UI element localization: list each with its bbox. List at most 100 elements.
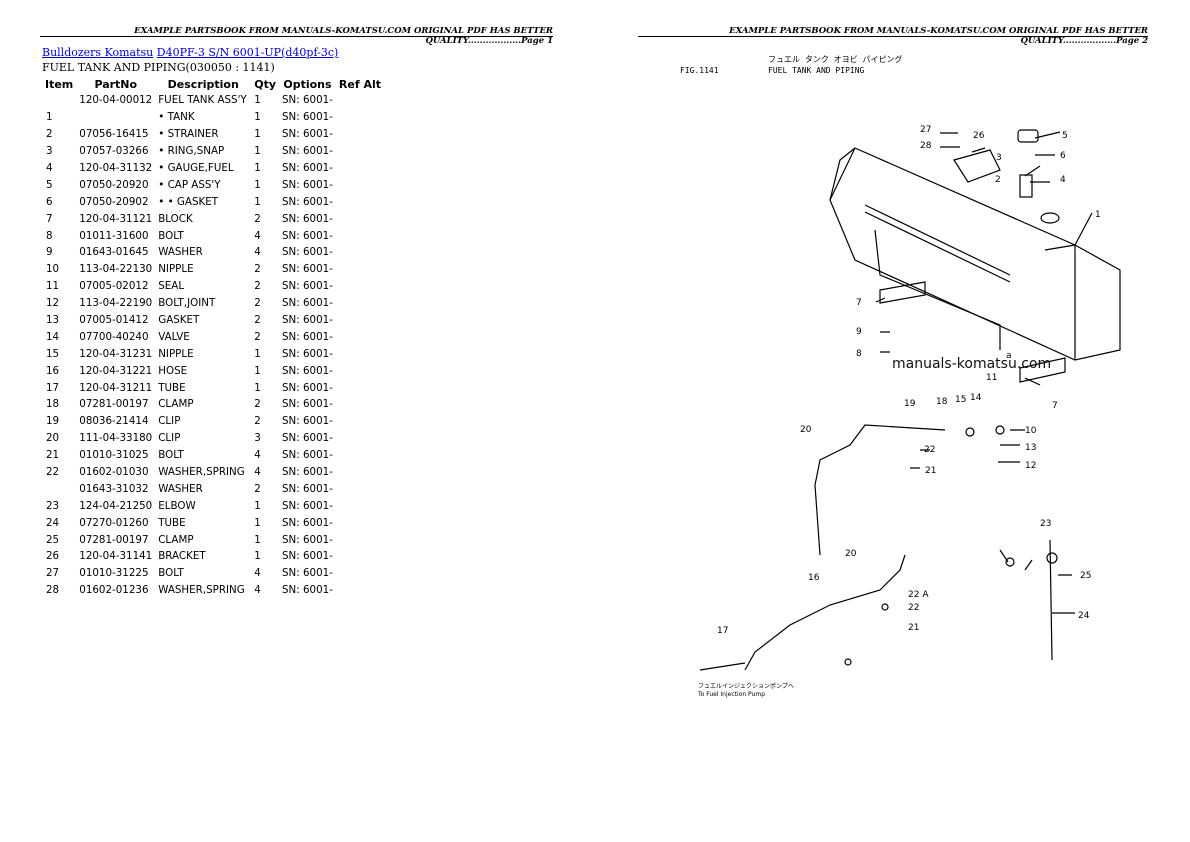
- cell-ref-alt: [336, 126, 384, 143]
- breadcrumb-model-link[interactable]: D40PF-3 S/N 6001-UP(d40pf-3c): [156, 46, 339, 59]
- cell-ref-alt: [336, 244, 384, 261]
- cell-item-number: 16: [46, 364, 60, 377]
- cell-options: SN: 6001-: [282, 263, 333, 276]
- cell-quantity: 3: [254, 432, 261, 445]
- callout-7-lower: 7: [1052, 401, 1058, 411]
- cell-item-number: 14: [46, 330, 60, 343]
- cell-item-number: 8: [46, 229, 53, 242]
- callout-12: 12: [1025, 461, 1036, 471]
- column-header-item: Item: [45, 78, 74, 91]
- cell-description: WASHER,SPRING: [158, 466, 245, 479]
- callout-10: 10: [1025, 426, 1037, 436]
- cell-options: SN: 6001-: [282, 314, 333, 327]
- cell-item-number: 24: [46, 516, 60, 529]
- cell-quantity: 4: [254, 466, 261, 479]
- cell-item-number: 4: [46, 162, 53, 174]
- cell-part-number: 120-04-31121: [79, 212, 153, 225]
- cell-item-number: 7: [46, 212, 53, 225]
- cell-item-number: 20: [46, 432, 60, 445]
- cell-item-number: [42, 480, 76, 497]
- cell-description: BRACKET: [158, 550, 206, 563]
- cell-item-number: [42, 92, 76, 109]
- cell-quantity: 4: [254, 567, 261, 580]
- cell-ref-alt: [336, 278, 384, 295]
- cell-options: SN: 6001-: [282, 246, 333, 259]
- cell-item-number: 12: [46, 297, 60, 310]
- cell-description: • CAP ASS'Y: [158, 178, 221, 191]
- cell-item-number: 27: [46, 567, 60, 580]
- column-header-options: Options: [283, 78, 332, 91]
- cell-description: TUBE: [158, 516, 186, 529]
- page-header-right: EXAMPLE PARTSBOOK FROM MANUALS-KOMATSU.C…: [638, 26, 1148, 46]
- cell-options: SN: 6001-: [282, 398, 333, 411]
- cell-ref-alt: [336, 497, 384, 514]
- cell-options: SN: 6001-: [282, 229, 333, 242]
- cell-options: SN: 6001-: [282, 347, 333, 360]
- cell-part-number: 07056-16415: [79, 128, 149, 141]
- cell-description: VALVE: [158, 330, 190, 343]
- cell-ref-alt: [336, 430, 384, 447]
- cell-description: BLOCK: [158, 212, 193, 225]
- breadcrumb-category-link[interactable]: Bulldozers Komatsu: [42, 46, 154, 59]
- callout-22-lower: 22: [908, 603, 919, 613]
- cell-description: HOSE: [158, 364, 188, 377]
- callout-19: 19: [904, 399, 916, 409]
- cell-options: SN: 6001-: [282, 482, 333, 495]
- cell-part-number: 01643-01645: [79, 246, 149, 259]
- cell-item-number: 11: [46, 280, 60, 293]
- cell-item-number: 3: [46, 145, 53, 158]
- cell-quantity: 1: [254, 162, 261, 174]
- callout-25: 25: [1080, 571, 1091, 581]
- cell-quantity: 2: [254, 263, 261, 276]
- pump-note-japanese: フュエルインジェクションポンプへ: [698, 682, 794, 690]
- cell-description: NIPPLE: [158, 263, 194, 276]
- cell-description: • RING,SNAP: [158, 145, 225, 158]
- cell-part-number: 120-04-31132: [79, 162, 153, 174]
- cell-options: SN: 6001-: [282, 128, 333, 141]
- cell-quantity: 1: [254, 111, 261, 124]
- cell-item-number: 17: [46, 381, 60, 394]
- cell-description: NIPPLE: [158, 347, 194, 360]
- column-header-qty: Qty: [254, 78, 277, 91]
- cell-description: WASHER,SPRING: [158, 584, 245, 597]
- cell-options: SN: 6001-: [282, 178, 333, 191]
- cell-item-number: 23: [46, 499, 60, 512]
- cell-quantity: 2: [254, 482, 261, 495]
- cell-options: SN: 6001-: [282, 364, 333, 377]
- cell-quantity: 1: [254, 381, 261, 394]
- cell-ref-alt: [336, 379, 384, 396]
- cell-description: CLIP: [158, 415, 181, 428]
- callout-22a: 22 A: [908, 590, 929, 600]
- callout-22: 22: [924, 445, 935, 455]
- callout-28: 28: [920, 141, 932, 151]
- column-header-partno: PartNo: [94, 78, 138, 91]
- cell-item-number: 10: [46, 263, 60, 276]
- cell-options: SN: 6001-: [282, 145, 333, 158]
- cell-description: GASKET: [158, 314, 200, 327]
- cell-item-number: 2: [46, 128, 53, 141]
- fuel-tank-diagram: 1 2 3 4 5 6 7 7 8 9 10 11 12 13 14 15 16…: [697, 125, 1121, 698]
- cell-item-number: 25: [46, 533, 60, 546]
- cell-ref-alt: [336, 328, 384, 345]
- cell-options: SN: 6001-: [282, 466, 333, 479]
- cell-description: • • GASKET: [158, 195, 219, 208]
- cell-quantity: 1: [254, 145, 261, 158]
- cell-item-number: 26: [46, 550, 60, 563]
- callout-8: 8: [856, 349, 862, 359]
- parts-table: Item PartNo Description Qty Options Ref …: [42, 77, 384, 599]
- callout-2: 2: [995, 175, 1001, 185]
- fuel-tank-outline: [829, 147, 1121, 361]
- cell-options: SN: 6001-: [282, 499, 333, 512]
- tube-16: [744, 554, 906, 671]
- cell-description: BOLT: [158, 449, 184, 462]
- callout-3: 3: [996, 153, 1002, 163]
